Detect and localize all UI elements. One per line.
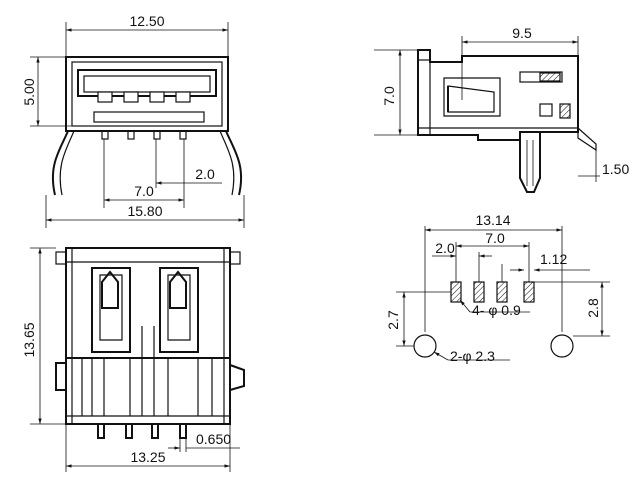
front-left-leg [51,130,69,196]
dim-pcb-pad-offset: 1.12 [540,251,567,267]
pcb-layout: 13.14 7.0 2.0 1.12 4- φ 0.9 2-φ 2.3 2.7 [385,212,610,364]
dim-bottom-width: 13.25 [130,449,165,465]
pcb-mount-hole-right [550,334,574,358]
dim-pcb-right-height: 2.8 [585,298,601,318]
front-right-leg [225,130,243,196]
dim-front-total-width: 15.80 [127,203,162,219]
front-tongue [77,69,217,97]
side-leg [519,132,541,193]
pcb-mount-hole-left [413,334,437,358]
dim-bottom-height: 13.65 [21,322,37,357]
front-shell-inner [71,61,223,127]
side-view: 9.5 7.0 1.50 [374,25,629,193]
dim-side-pin-offset: 1.50 [602,161,629,177]
side-slot [519,71,563,83]
side-body [417,49,579,141]
dim-front-height: 5.00 [21,78,37,105]
bottom-ribs [81,326,213,416]
dim-side-height: 7.0 [381,86,397,106]
front-contacts [97,91,191,103]
dim-pcb-pad-hole: 4- φ 0.9 [472,302,521,318]
dim-pcb-pitch-inner: 2.0 [435,240,455,256]
dim-pcb-mount-hole: 2-φ 2.3 [450,348,495,364]
dim-pcb-left-height: 2.7 [385,310,401,330]
front-view: 12.50 5.00 7.0 2.0 15.80 [21,13,245,228]
front-pins [101,130,187,140]
bottom-body [65,247,231,425]
dim-front-pitch-inner: 2.0 [195,166,215,182]
dim-pcb-pitch-outer: 7.0 [485,230,505,246]
dim-side-length: 9.5 [512,25,532,41]
pcb-pads [450,281,535,303]
dim-front-pitch-outer: 7.0 [134,183,154,199]
bottom-pins [97,423,187,439]
dim-bottom-pin-width: 0.650 [196,431,231,447]
bottom-view: 13.65 13.25 0.650 [21,247,245,472]
front-tongue-inner [83,75,211,93]
dim-front-width-top: 12.50 [129,13,164,29]
bottom-latch-right [159,267,199,353]
bottom-latch-left [91,267,131,353]
dim-pcb-overall-width: 13.14 [475,212,510,228]
